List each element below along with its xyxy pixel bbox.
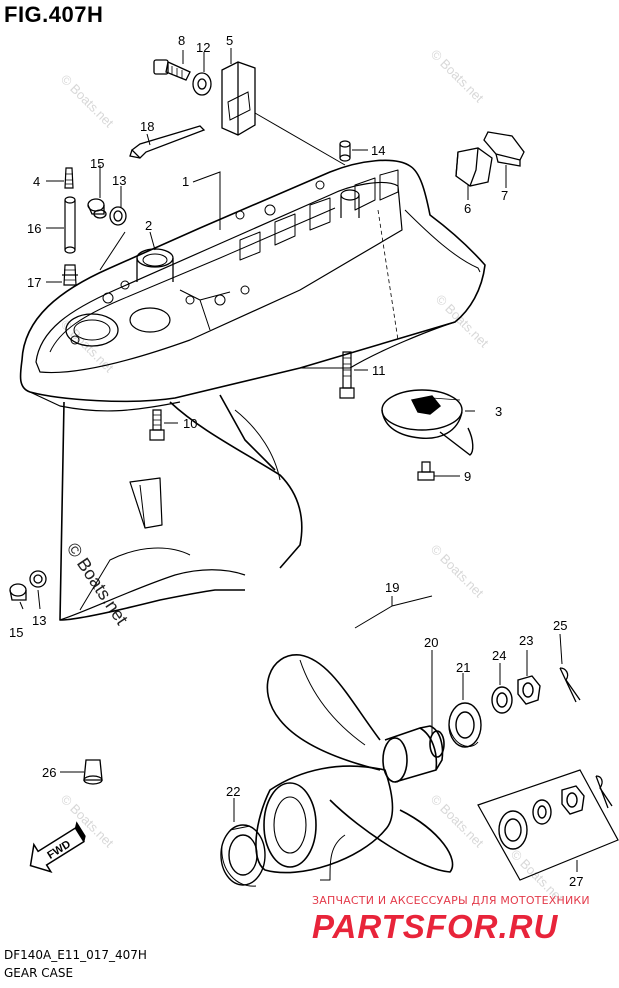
shop-tagline: ЗАПЧАСТИ И АКСЕССУАРЫ ДЛЯ МОТОТЕХНИКИ xyxy=(312,894,590,907)
bolt-9 xyxy=(417,461,435,481)
fwd-arrow-icon: FWD xyxy=(29,821,86,874)
watermark-4: © Boats.net xyxy=(428,542,487,601)
callout-21: 21 xyxy=(456,660,470,675)
callout-6: 6 xyxy=(464,201,471,216)
callout-10: 10 xyxy=(183,416,197,431)
watermark-2: © Boats.net xyxy=(428,47,487,106)
dowel-pin-14 xyxy=(339,140,351,162)
plug-26 xyxy=(83,759,103,785)
plug-15-lower xyxy=(9,583,27,601)
callout-15-lower: 15 xyxy=(9,625,23,640)
watermark-6: © Boats.net xyxy=(428,792,487,851)
cable-tie-18 xyxy=(129,125,206,159)
callout-26: 26 xyxy=(42,765,56,780)
callout-25: 25 xyxy=(553,618,567,633)
spacer-21 xyxy=(448,702,482,748)
model-code: DF140A_E11_017_407H xyxy=(4,948,147,962)
part-7-bracket xyxy=(483,131,525,167)
callout-13-upper: 13 xyxy=(112,173,126,188)
callout-19: 19 xyxy=(385,580,399,595)
watermark-layer: © Boats.net © Boats.net © Boats.net © Bo… xyxy=(58,47,567,906)
callout-12: 12 xyxy=(196,40,210,55)
callout-22: 22 xyxy=(226,784,240,799)
part-5-cover xyxy=(221,61,256,136)
bolt-8 xyxy=(153,59,191,81)
part-6-bracket xyxy=(455,147,493,187)
plug-15-upper xyxy=(87,198,107,219)
bolt-11 xyxy=(339,351,355,399)
washer-13-upper xyxy=(109,206,127,226)
kit-27-box xyxy=(477,769,619,881)
callout-27: 27 xyxy=(569,874,583,889)
callout-8: 8 xyxy=(178,33,185,48)
callout-numbers: 1 2 3 4 5 6 7 8 9 10 11 12 13 13 14 15 1… xyxy=(9,33,583,889)
anode-trim-tab xyxy=(381,389,474,456)
kit-27-spacer xyxy=(498,810,528,850)
callout-4: 4 xyxy=(33,174,40,189)
callout-5: 5 xyxy=(226,33,233,48)
callout-24: 24 xyxy=(492,648,506,663)
watermark-1: © Boats.net xyxy=(58,72,117,131)
callout-23: 23 xyxy=(519,633,533,648)
callout-20: 20 xyxy=(424,635,438,650)
pipe-16 xyxy=(64,196,76,254)
callout-7: 7 xyxy=(501,188,508,203)
bolt-10 xyxy=(149,409,165,441)
callout-17: 17 xyxy=(27,275,41,290)
leader-lines xyxy=(19,48,578,872)
callout-18: 18 xyxy=(140,119,154,134)
cotter-pin-25 xyxy=(559,667,581,703)
nut-23 xyxy=(517,675,541,705)
callout-15-upper: 15 xyxy=(90,156,104,171)
callout-1: 1 xyxy=(182,174,189,189)
callout-13-lower: 13 xyxy=(32,613,46,628)
figure-title: FIG.407H xyxy=(4,2,104,27)
figure-caption: GEAR CASE xyxy=(4,966,74,980)
kit-27-washer xyxy=(532,799,552,825)
propeller-19 xyxy=(255,654,454,881)
washer-12 xyxy=(192,72,212,96)
thrust-washer-22 xyxy=(220,824,266,887)
kit-27-nut xyxy=(561,785,585,815)
callout-11: 11 xyxy=(372,363,386,378)
callout-16: 16 xyxy=(27,221,41,236)
stud-4 xyxy=(64,167,74,189)
callout-3: 3 xyxy=(495,404,502,419)
shop-brand-logo: PARTSFOR.RU xyxy=(312,908,559,945)
watermark-3: © Boats.net xyxy=(433,292,492,351)
kit-27-cotter-pin xyxy=(595,775,613,809)
callout-14: 14 xyxy=(371,143,385,158)
washer-13-lower xyxy=(29,570,47,588)
callout-9: 9 xyxy=(464,469,471,484)
gear-case-housing xyxy=(19,159,486,621)
fitting-17 xyxy=(62,264,78,286)
callout-2: 2 xyxy=(145,218,152,233)
washer-24 xyxy=(491,686,513,714)
